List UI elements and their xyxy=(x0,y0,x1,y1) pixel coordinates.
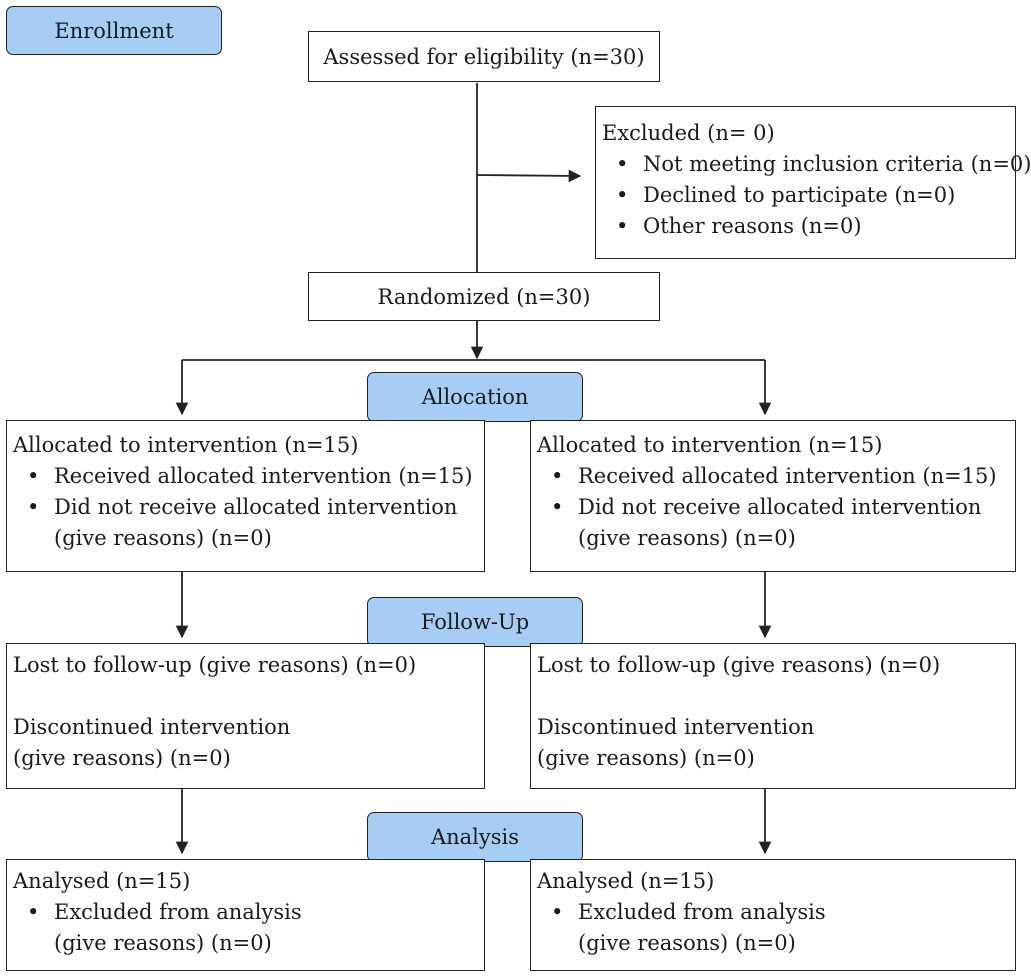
follow-up-right-discontinued: Discontinued intervention xyxy=(537,715,815,739)
allocation-left-not-received-cont: (give reasons) (n=0) xyxy=(54,526,272,550)
excluded-item: • Not meeting inclusion criteria (n=0) xyxy=(602,149,1031,180)
allocation-right-not-received-cont: (give reasons) (n=0) xyxy=(578,526,796,550)
follow-up-right-discontinued-cont: (give reasons) (n=0) xyxy=(537,746,755,770)
analysis-left-title: Analysed (n=15) xyxy=(13,869,191,893)
analysis-right-excluded-cont: (give reasons) (n=0) xyxy=(578,931,796,955)
bullet-glyph: • xyxy=(616,152,629,176)
analysis-right-excluded: Excluded from analysis xyxy=(578,900,826,924)
excluded-item-text: Declined to participate (n=0) xyxy=(643,183,956,207)
stage-allocation: Allocation xyxy=(367,372,583,422)
bullet-glyph: • xyxy=(616,214,629,238)
randomized-text: Randomized (n=30) xyxy=(377,284,591,309)
allocation-right-received: Received allocated intervention (n=15) xyxy=(578,464,997,488)
allocation-left-box: Allocated to intervention (n=15) • Recei… xyxy=(6,420,485,572)
excluded-item: • Declined to participate (n=0) xyxy=(602,180,1015,211)
bullet-glyph: • xyxy=(551,495,564,519)
bullet-glyph: • xyxy=(27,495,40,519)
follow-up-right-box: Lost to follow-up (give reasons) (n=0) D… xyxy=(530,643,1016,789)
assessed-box: Assessed for eligibility (n=30) xyxy=(308,31,660,82)
allocation-right-box: Allocated to intervention (n=15) • Recei… xyxy=(530,420,1016,572)
randomized-box: Randomized (n=30) xyxy=(308,272,660,321)
allocation-right-item: • Did not receive allocated intervention xyxy=(537,492,1015,523)
stage-allocation-label: Allocation xyxy=(421,385,529,409)
stage-analysis-label: Analysis xyxy=(430,825,520,849)
bullet-glyph: • xyxy=(27,900,40,924)
spacer xyxy=(13,681,484,712)
allocation-left-received: Received allocated intervention (n=15) xyxy=(54,464,473,488)
analysis-right-item: • Excluded from analysis xyxy=(537,897,1015,928)
excluded-item: • Other reasons (n=0) xyxy=(602,211,1015,242)
follow-up-left-discontinued: Discontinued intervention xyxy=(13,715,291,739)
bullet-glyph: • xyxy=(27,464,40,488)
follow-up-right-lost: Lost to follow-up (give reasons) (n=0) xyxy=(537,653,941,677)
analysis-left-excluded: Excluded from analysis xyxy=(54,900,302,924)
allocation-right-title: Allocated to intervention (n=15) xyxy=(537,433,883,457)
excluded-box: Excluded (n= 0) • Not meeting inclusion … xyxy=(595,106,1031,259)
analysis-left-excluded-cont: (give reasons) (n=0) xyxy=(54,931,272,955)
excluded-arrow xyxy=(476,169,582,183)
spacer xyxy=(537,681,1015,712)
excluded-item-text: Not meeting inclusion criteria (n=0) xyxy=(643,152,1031,176)
allocation-left-not-received: Did not receive allocated intervention xyxy=(54,495,458,519)
allocation-left-title: Allocated to intervention (n=15) xyxy=(13,433,359,457)
allocation-left-item: • Did not receive allocated intervention xyxy=(13,492,484,523)
analysis-left-box: Analysed (n=15) • Excluded from analysis… xyxy=(6,859,485,971)
analysis-right-box: Analysed (n=15) • Excluded from analysis… xyxy=(530,859,1016,971)
allocation-right-item: • Received allocated intervention (n=15) xyxy=(537,461,1015,492)
analysis-right-title: Analysed (n=15) xyxy=(537,869,715,893)
analysis-left-item: • Excluded from analysis xyxy=(13,897,484,928)
stage-follow-up: Follow-Up xyxy=(367,597,583,647)
allocation-right-not-received: Did not receive allocated intervention xyxy=(578,495,982,519)
stage-enrollment: Enrollment xyxy=(6,6,222,55)
bullet-glyph: • xyxy=(616,183,629,207)
excluded-item-text: Other reasons (n=0) xyxy=(643,214,862,238)
follow-up-left-lost: Lost to follow-up (give reasons) (n=0) xyxy=(13,653,417,677)
follow-up-left-discontinued-cont: (give reasons) (n=0) xyxy=(13,746,231,770)
bullet-glyph: • xyxy=(551,900,564,924)
excluded-title: Excluded (n= 0) xyxy=(602,121,775,145)
assessed-text: Assessed for eligibility (n=30) xyxy=(323,44,645,69)
allocation-left-item: • Received allocated intervention (n=15) xyxy=(13,461,484,492)
stage-follow-up-label: Follow-Up xyxy=(420,610,530,634)
follow-up-left-box: Lost to follow-up (give reasons) (n=0) D… xyxy=(6,643,485,789)
stage-enrollment-label: Enrollment xyxy=(54,18,174,43)
bullet-glyph: • xyxy=(551,464,564,488)
stage-analysis: Analysis xyxy=(367,812,583,862)
